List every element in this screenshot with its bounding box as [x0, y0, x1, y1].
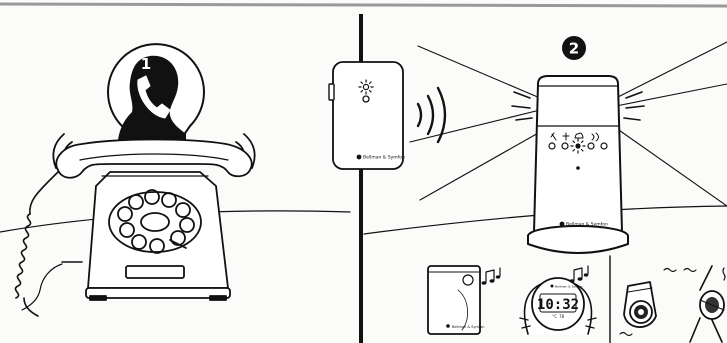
flash-receiver-unit: Bellman & Symfon [428, 266, 485, 334]
music-note-icon [482, 268, 501, 285]
clock-sub-readout: °C 78 [552, 314, 565, 319]
flash-receiver-brand: Bellman & Symfon [452, 325, 485, 329]
vibration-icon-2 [684, 268, 725, 280]
alarm-clock-brand: Bellman & Symfon [555, 285, 583, 289]
alarm-clock-unit: 10:32 °C 78 Bellman & Symfon [520, 278, 596, 334]
transmitter-logo: Bellman & Symfon [357, 155, 405, 161]
step-1-number: 1 [141, 55, 151, 73]
music-note-icon-2 [570, 266, 589, 283]
clock-time-readout: 10:32 [537, 297, 579, 313]
page-edge-strip [0, 4, 727, 6]
vibrating-pager-unit [624, 282, 656, 327]
transmitter-brand: Bellman & Symfon [363, 155, 405, 161]
step-2-badge: 2 [562, 36, 586, 60]
lamp-status-led-icon [576, 166, 580, 170]
step-2-number: 2 [569, 40, 579, 58]
coiled-cord-icon [15, 172, 82, 316]
step-1-callout: 1 [108, 44, 204, 152]
flash-lamp-receiver: Bellman & Symfon [528, 76, 628, 253]
telephone-panel: 1 [0, 44, 350, 316]
vibrating-wristband-unit [690, 266, 724, 342]
transmitter-unit: Bellman & Symfon [329, 62, 405, 169]
step-1-badge: 1 [141, 55, 151, 73]
lamp-panel: 2 Bellman & Sy [364, 36, 727, 253]
